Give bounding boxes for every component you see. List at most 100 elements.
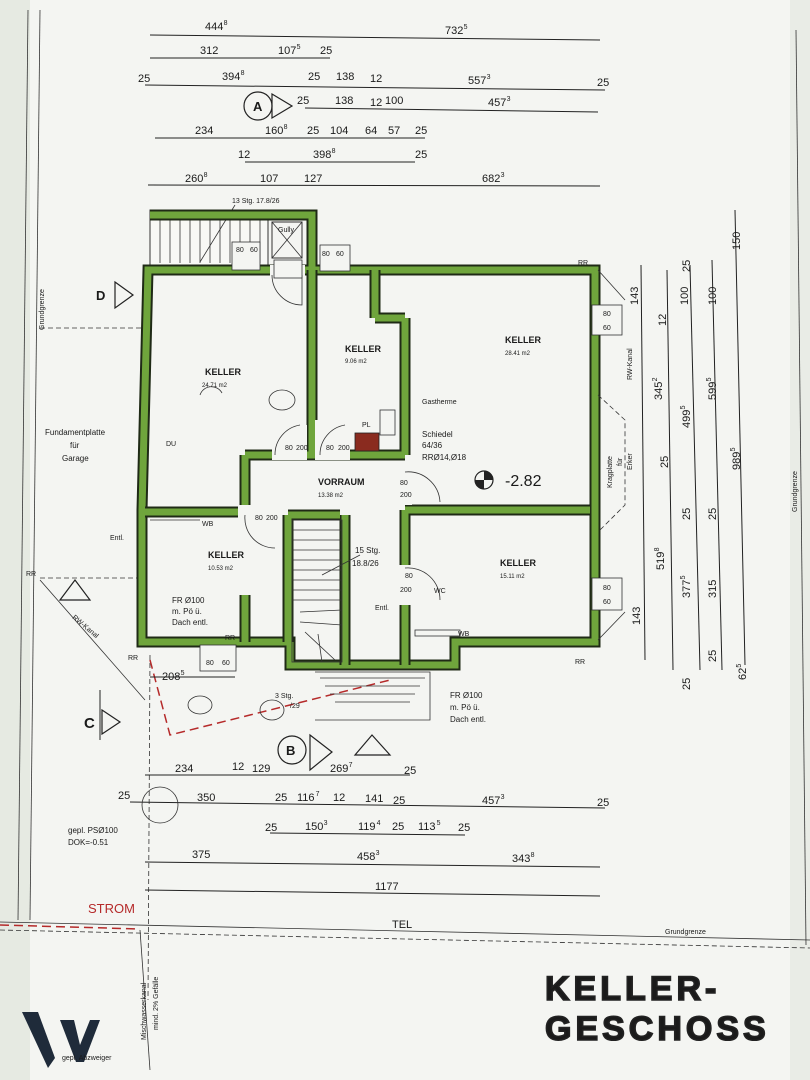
bottom-dim-r2-5: 141: [365, 793, 383, 805]
label-grundgrenze-right: Grundgrenze: [792, 471, 799, 512]
door-dim-1: 80: [285, 445, 293, 452]
label-pl: PL: [362, 422, 371, 429]
logo-mark: [22, 1012, 100, 1068]
top-dim-r4-4: 457: [488, 97, 506, 109]
top-dim-r3-2: 25: [308, 71, 320, 83]
bottom-dim-r1-2: 129: [252, 763, 270, 775]
drain-outside-1: [187, 695, 213, 715]
paper-right-margin: [790, 0, 810, 1080]
top-dim-r3-3: 138: [336, 71, 354, 83]
bay-outline: [597, 394, 626, 531]
door-dim-10: 200: [400, 587, 412, 594]
top-dim-r5-2: 25: [307, 125, 319, 137]
label-entl-2: Entl.: [375, 605, 389, 612]
right-dim-c1-4: 519: [655, 552, 667, 570]
property-boundaries: [0, 9, 810, 1071]
title-line-2: GESCHOSS: [545, 1010, 770, 1048]
bottom-dim-r1-3-fraction: 7: [349, 762, 353, 769]
top-dim-r7-0-fraction: 8: [204, 172, 208, 179]
top-dim-r6-2: 25: [415, 149, 427, 161]
bottom-dim-r2-7: 457: [482, 795, 500, 807]
section-marker-c: [99, 690, 122, 740]
room-name-keller-east: KELLER: [505, 335, 542, 345]
door-dim-4: 200: [338, 445, 350, 452]
room-name-keller-west: KELLER: [205, 367, 242, 377]
window-dim-2: 60: [250, 247, 258, 254]
door-dim-7: 80: [255, 515, 263, 522]
chimney: [354, 432, 380, 452]
drain-center: [268, 389, 296, 411]
label-pumpshaft-1: gepl. PSØ100: [68, 826, 118, 835]
bottom-dim-r5-0: 1177: [375, 881, 399, 893]
right-dim-c2-3: 377: [681, 580, 693, 598]
bay-corner-lines: [597, 269, 626, 641]
bottom-dim-r1-1: 12: [232, 761, 244, 773]
door-dim-6: 200: [400, 492, 412, 499]
label-schiedel-rr: RRØ14,Ø18: [422, 453, 467, 462]
label-stair-inner-size: 18.8/26: [352, 559, 379, 568]
label-fr-left-2: m. Pö ü.: [172, 607, 202, 616]
label-rr-3: RR: [128, 655, 138, 662]
top-dim-r6-1: 398: [313, 149, 331, 161]
label-wb-1: WB: [202, 521, 214, 528]
label-fundament-2: für: [70, 441, 80, 450]
label-rw-kanal-right: RW-Kanal: [627, 348, 634, 380]
label-fr-right-2: m. Pö ü.: [450, 703, 480, 712]
bottom-dim-r4-1: 458: [357, 851, 375, 863]
label-strom: STROM: [88, 901, 135, 916]
label-wb-2: WB: [458, 631, 470, 638]
label-fundament-1: Fundamentplatte: [45, 428, 106, 437]
label-rr-1: RR: [578, 260, 588, 267]
bottom-dim-r2-8: 25: [597, 797, 609, 809]
top-dim-r7-0: 260: [185, 173, 203, 185]
room-area-keller-east: 28.41 m2: [505, 351, 531, 357]
top-dim-r3-4: 12: [370, 73, 382, 85]
label-rr-2: RR: [26, 571, 36, 578]
label-mischwasser-1: Mischwasserkanal: [141, 982, 148, 1040]
wb-fixture-right: [414, 629, 461, 637]
section-letter-a: A: [253, 99, 263, 114]
bottom-dim-r3-2-fraction: 4: [377, 820, 381, 827]
bottom-dim-r3-5: 25: [458, 822, 470, 834]
label-fr-right-3: Dach entl.: [450, 715, 486, 724]
label-schiedel: Schiedel: [422, 430, 453, 439]
door-dim-2: 200: [296, 445, 308, 452]
top-dim-r3-0: 25: [138, 73, 150, 85]
top-dim-r4-0: 25: [297, 95, 309, 107]
bottom-dim-b0-fraction: 5: [181, 670, 185, 677]
top-dim-r1-0: 444: [205, 21, 223, 33]
top-dim-r2-1-fraction: 5: [297, 44, 301, 51]
section-marker-b: [277, 733, 333, 772]
label-stair-inner: 15 Stg.: [355, 546, 380, 555]
right-dim-c2-1-fraction: 5: [680, 405, 687, 409]
section-marker-d: [114, 280, 135, 310]
room-area-keller-se: 15.11 m2: [500, 574, 525, 580]
level-marker-symbol: [474, 470, 494, 490]
label-tel: TEL: [392, 919, 412, 931]
level-label: -2.82: [505, 473, 542, 490]
label-kragplatte-3: Erker: [627, 453, 634, 470]
bottom-dim-r4-2: 343: [512, 853, 530, 865]
bottom-dim-r2-4: 12: [333, 792, 345, 804]
right-dimensions: 1431234522551981431004995253775252510059…: [629, 209, 749, 690]
paper-left-margin: [0, 0, 30, 1080]
right-dim-c1-2: 345: [653, 382, 665, 400]
room-area-keller-sw: 10.53 m2: [208, 566, 234, 572]
inner-stair: [291, 519, 361, 663]
window-dim-6: 60: [603, 325, 611, 332]
bottom-dim-r3-2: 119: [358, 821, 376, 833]
top-dim-r2-2: 25: [320, 45, 332, 57]
right-dim-c3-2: 599: [707, 382, 719, 400]
entrance-stair-bottom: [315, 671, 431, 721]
top-dim-r7-2: 127: [304, 173, 322, 185]
door-dim-8: 200: [266, 515, 278, 522]
door-dim-3: 80: [326, 445, 334, 452]
label-pumpshaft-2: DOK=-0.51: [68, 838, 109, 847]
pump-shaft: [141, 786, 179, 824]
top-dim-r5-5: 57: [388, 125, 400, 137]
right-dim-c4-1: 989: [731, 452, 743, 470]
right-dim-c3-1: 100: [707, 287, 719, 305]
top-dim-r1-1: 732: [445, 25, 463, 37]
